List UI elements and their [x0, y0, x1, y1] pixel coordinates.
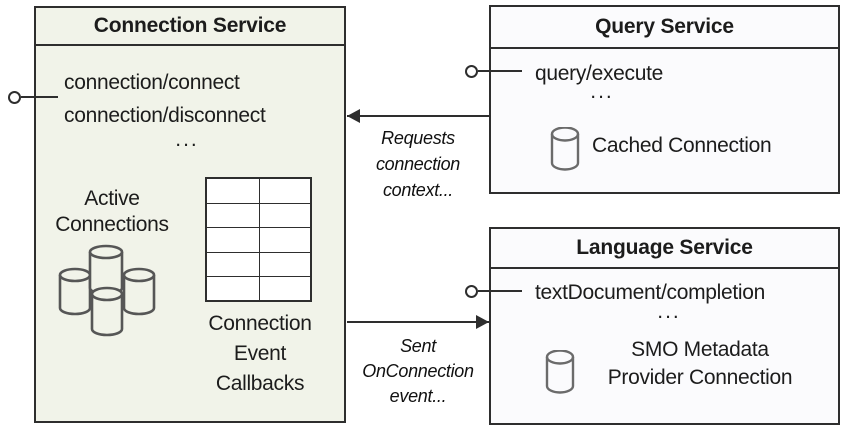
connection-service-title: Connection Service — [36, 8, 344, 46]
requests-arrow-line — [347, 115, 489, 117]
table-cell — [207, 275, 259, 300]
connection-event-callbacks-label: Connection Event Callbacks — [208, 312, 312, 395]
table-cell — [207, 251, 259, 276]
method-query-execute: query/execute — [535, 62, 664, 85]
query-service-title: Query Service — [491, 7, 838, 49]
table-cell — [207, 179, 259, 203]
method-connection-connect: connection/connect — [64, 71, 240, 94]
smo-metadata-database-icon — [545, 350, 575, 394]
table-cell — [207, 227, 259, 251]
connection-service-methods: connection/connect connection/disconnect — [64, 66, 266, 132]
connection-methods-ellipsis: ... — [175, 128, 199, 151]
language-interface-stem — [478, 290, 522, 292]
table-cell — [258, 275, 310, 300]
requests-arrow-head-icon — [347, 109, 360, 123]
cached-connection-label: Cached Connection — [592, 134, 772, 157]
query-interface-lollipop-icon — [465, 65, 478, 78]
method-textdocument-completion: textDocument/completion — [535, 281, 766, 304]
active-connections-label: Active Connections — [55, 187, 169, 236]
cached-connection-database-icon — [550, 127, 580, 171]
query-service-box: Query Service query/execute ... Cached C… — [489, 5, 840, 194]
smo-metadata-provider-label: SMO Metadata Provider Connection — [607, 338, 793, 389]
table-cell — [258, 251, 310, 276]
sent-onconnection-event-label: Sent OnConnection event... — [362, 336, 474, 406]
query-interface-stem — [478, 70, 522, 72]
table-cell — [207, 203, 259, 227]
table-cell — [258, 179, 311, 204]
language-methods-ellipsis: ... — [657, 300, 681, 323]
language-interface-lollipop-icon — [465, 285, 478, 298]
connection-service-box: Connection Service connection/connect co… — [34, 6, 346, 423]
onconnection-arrow-head-icon — [476, 315, 489, 329]
requests-connection-context-label: Requests connection context... — [375, 128, 461, 200]
table-cell — [258, 227, 310, 252]
connection-interface-lollipop-icon — [8, 91, 21, 104]
query-methods-ellipsis: ... — [590, 80, 614, 103]
onconnection-arrow-line — [347, 321, 489, 323]
method-connection-disconnect: connection/disconnect — [64, 104, 266, 127]
language-service-box: Language Service textDocument/completion… — [489, 227, 840, 425]
language-service-title: Language Service — [491, 229, 838, 269]
table-cell — [258, 203, 310, 228]
active-connections-cluster-icon — [58, 244, 156, 337]
connection-interface-stem — [21, 96, 58, 98]
connection-event-callbacks-table — [205, 177, 312, 302]
